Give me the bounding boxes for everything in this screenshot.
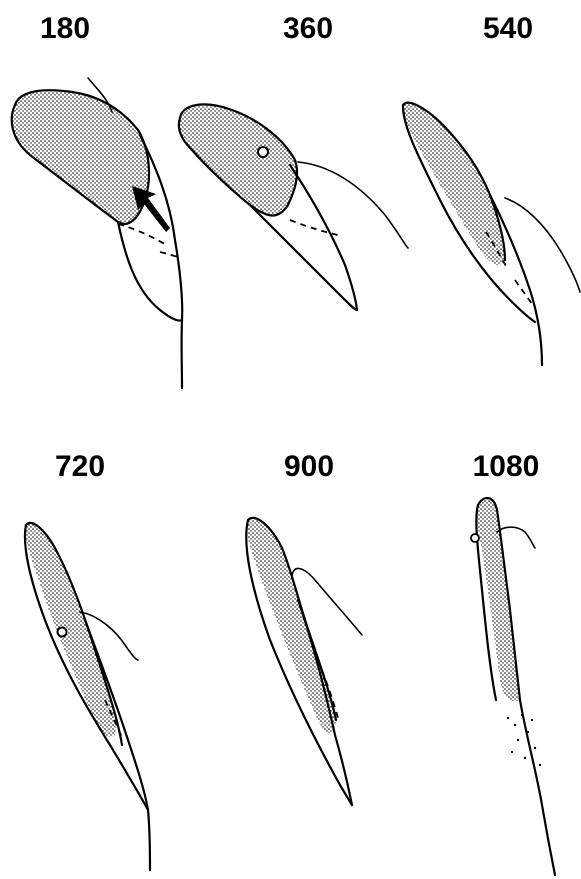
- stage-drawing-1080: [471, 498, 555, 875]
- stage-drawing-180: [12, 78, 182, 388]
- stage-drawing-540: [402, 103, 580, 365]
- stage-drawing-360: [179, 104, 408, 310]
- stage-drawing-900: [246, 518, 362, 805]
- stage-drawing-720: [25, 523, 150, 870]
